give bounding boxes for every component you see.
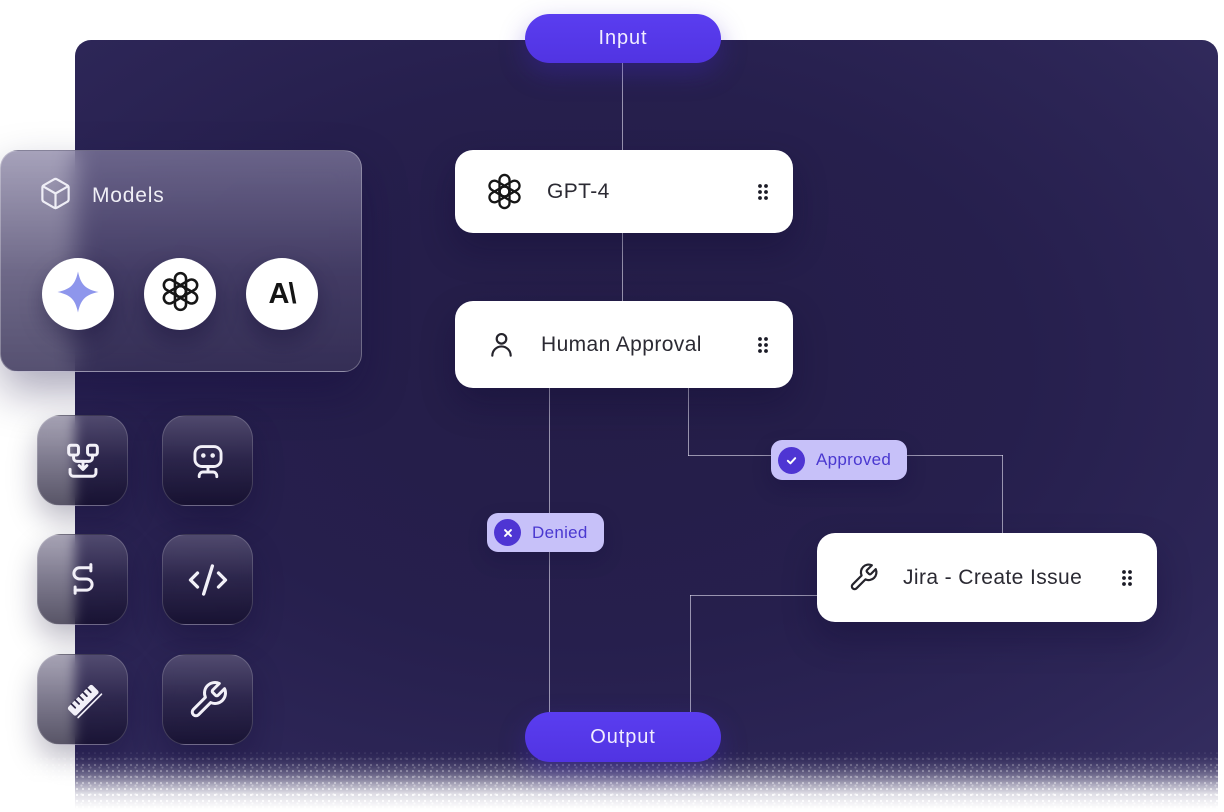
node-jira-label: Jira - Create Issue	[903, 565, 1083, 589]
x-icon	[494, 519, 521, 546]
model-openai[interactable]	[144, 258, 216, 330]
model-gemini[interactable]	[42, 258, 114, 330]
tool-tile-ruler[interactable]	[37, 654, 128, 745]
input-node-label: Input	[598, 27, 648, 49]
wrench-icon	[848, 562, 879, 593]
openai-icon	[160, 271, 201, 317]
models-panel-title: Models	[92, 184, 165, 207]
anthropic-icon: A\	[268, 277, 297, 310]
node-human-approval-label: Human Approval	[541, 332, 702, 356]
drag-handle-icon[interactable]	[757, 336, 769, 354]
model-anthropic[interactable]: A\	[246, 258, 318, 330]
code-icon	[187, 559, 229, 601]
input-node[interactable]: Input	[525, 14, 721, 63]
route-icon	[62, 559, 104, 601]
models-panel-header: Models	[1, 151, 361, 216]
sparkle-icon	[55, 269, 101, 320]
openai-icon	[486, 173, 523, 210]
robot-icon	[186, 439, 230, 483]
ruler-icon	[61, 678, 105, 722]
node-jira-create-issue[interactable]: Jira - Create Issue	[817, 533, 1157, 622]
user-icon	[486, 329, 517, 360]
check-icon	[778, 446, 805, 474]
box-icon	[38, 176, 73, 216]
drag-handle-icon[interactable]	[757, 183, 769, 201]
tool-tile-agent[interactable]	[162, 415, 253, 506]
node-gpt4-label: GPT-4	[547, 179, 610, 203]
connector-jira-branch	[690, 595, 818, 596]
connector-input-gpt4	[622, 63, 623, 151]
wrench-icon	[187, 679, 229, 721]
connector-human-approved	[688, 388, 689, 456]
denied-badge[interactable]: Denied	[487, 513, 604, 552]
connector-approved-jira	[1002, 455, 1003, 534]
tool-tile-code[interactable]	[162, 534, 253, 625]
tool-tile-tools[interactable]	[162, 654, 253, 745]
tool-tile-merge[interactable]	[37, 415, 128, 506]
output-node-label: Output	[590, 725, 656, 748]
drag-handle-icon[interactable]	[1121, 569, 1133, 587]
node-human-approval[interactable]: Human Approval	[455, 301, 793, 388]
node-gpt4[interactable]: GPT-4	[455, 150, 793, 233]
denied-badge-label: Denied	[532, 522, 588, 542]
models-row: A\	[42, 258, 318, 330]
approved-badge-label: Approved	[816, 450, 892, 469]
merge-icon	[62, 440, 104, 482]
output-node[interactable]: Output	[525, 712, 721, 762]
approved-badge[interactable]: Approved	[771, 440, 908, 480]
connector-jira-output	[690, 595, 691, 713]
connector-gpt4-human	[622, 233, 623, 302]
tool-tile-flow[interactable]	[37, 534, 128, 625]
models-panel: Models	[0, 150, 362, 372]
